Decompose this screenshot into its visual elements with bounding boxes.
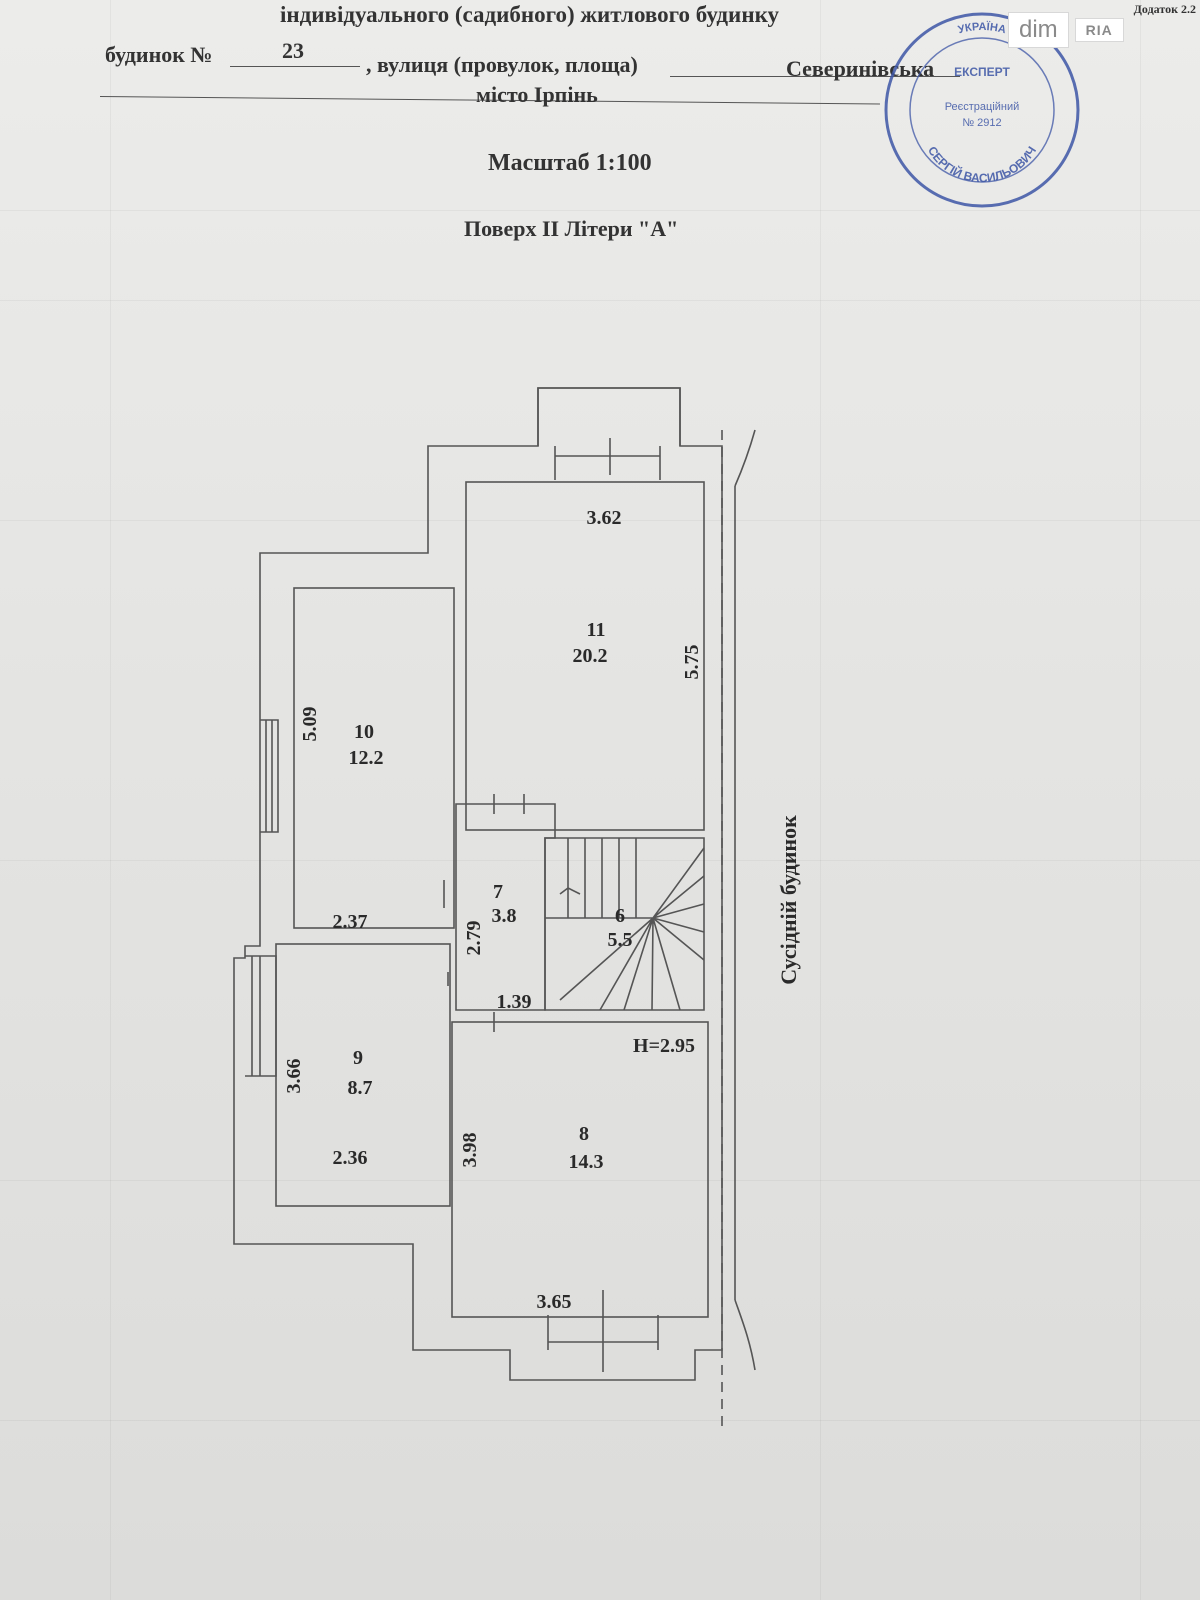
- street-label: , вулиця (провулок, площа): [366, 52, 638, 77]
- room-8-outline: [451, 1021, 709, 1318]
- room-7-area: 3.8: [492, 905, 517, 927]
- room-11-area: 20.2: [573, 645, 608, 667]
- document-title: індивідуального (садибного) житлового бу…: [280, 2, 779, 27]
- room-11-outline: [465, 481, 705, 831]
- house-number-value: 23: [282, 38, 304, 63]
- room-11-number: 11: [587, 619, 606, 641]
- street-underline: [670, 76, 960, 77]
- boundary-break-bottom: [734, 1299, 756, 1371]
- dim-room-11-width: 3.62: [587, 507, 622, 529]
- boundary-break-top: [734, 429, 756, 487]
- room-8-area: 14.3: [569, 1151, 604, 1173]
- room-6-number: 6: [615, 905, 625, 927]
- room-6-area: 5.5: [608, 929, 633, 951]
- house-number-label: будинок №: [105, 42, 213, 67]
- room-9-outline: [275, 943, 451, 1207]
- window-left-room-9: [245, 955, 277, 1077]
- room-10-number: 10: [354, 721, 374, 743]
- floor-title: Поверх II Літери "А": [464, 216, 679, 241]
- window-left-room-10: [260, 719, 279, 833]
- watermark-dim: dim: [1008, 12, 1069, 48]
- window-top: [554, 438, 661, 480]
- door-marks: [443, 794, 525, 1032]
- house-number-underline: [230, 66, 360, 67]
- building-outline: [233, 387, 723, 1381]
- dim-room-8-width: 3.65: [537, 1291, 572, 1313]
- room-10-area: 12.2: [349, 747, 384, 769]
- stamp-top-text: УКРАЇНА: [957, 20, 1008, 36]
- street-name: Северинівська: [786, 56, 935, 81]
- stamp-reg-line1: Реєстраційний: [945, 101, 1020, 113]
- height-label: H=2.95: [633, 1035, 695, 1057]
- dim-room-10-width: 2.37: [333, 911, 368, 933]
- window-bottom: [547, 1290, 659, 1372]
- room-9-number: 9: [353, 1047, 363, 1069]
- upper-bay: [537, 387, 681, 446]
- scale-label: Масштаб 1:100: [488, 150, 652, 176]
- dim-room-8-length: 3.98: [459, 1133, 481, 1168]
- dim-room-7-length: 2.79: [463, 921, 485, 956]
- expert-stamp: УКРАЇНА ЕКСПЕРТ Реєстраційний № 2912 СЕР…: [884, 12, 1080, 208]
- dim-room-10-length: 5.09: [299, 707, 321, 742]
- stamp-reg-line2: № 2912: [962, 117, 1001, 129]
- room-8-number: 8: [579, 1123, 589, 1145]
- room-9-area: 8.7: [348, 1077, 373, 1099]
- room-7-number: 7: [493, 881, 503, 903]
- stamp-role: ЕКСПЕРТ: [954, 65, 1010, 79]
- svg-text:УКРАЇНА: УКРАЇНА: [957, 20, 1008, 36]
- stair-treads: [545, 838, 705, 1011]
- dim-room-7-width: 1.39: [497, 991, 532, 1013]
- watermark-ria: RIA: [1074, 18, 1124, 42]
- dim-room-11-length: 5.75: [681, 645, 703, 680]
- room-10-outline: [293, 587, 455, 929]
- site-watermark: dim RIA: [1008, 10, 1124, 50]
- dim-room-9-width: 2.36: [333, 1147, 368, 1169]
- dim-room-9-length: 3.66: [283, 1059, 305, 1094]
- city-name: місто Ірпінь: [476, 82, 598, 107]
- neighbor-house-label: Сусідній будинок: [776, 815, 801, 985]
- annex-label: Додаток 2.2: [1133, 2, 1196, 16]
